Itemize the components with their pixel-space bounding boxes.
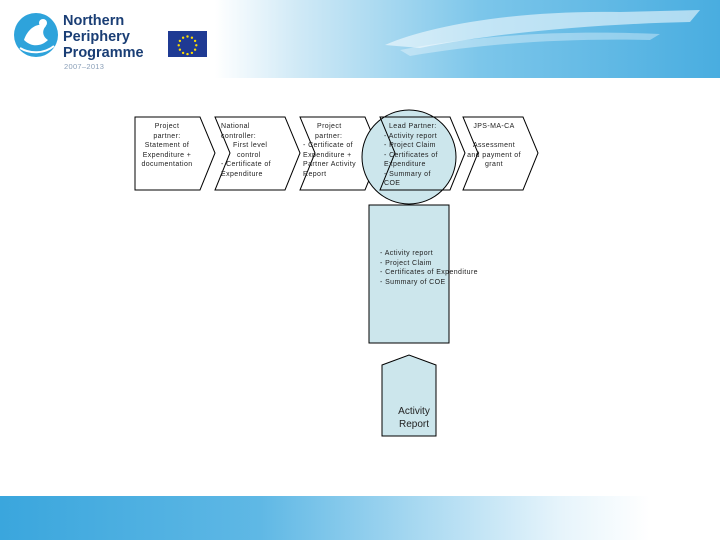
step-3-line: Project (317, 123, 342, 130)
step-3-line: - Certificate of (303, 142, 353, 149)
lp-documents-box (368, 204, 450, 344)
step-5-text: JPS-MA-CA Assessment and payment of gran… (463, 122, 525, 170)
logo-line-1: Northern (63, 13, 125, 29)
step-1-text: Project partner: Statement of Expenditur… (137, 122, 197, 170)
activity-report-line: Report (398, 419, 429, 430)
step-3-text: Project partner: - Certificate of Expend… (303, 122, 369, 179)
activity-report-label: Activity Report (383, 405, 445, 431)
logo-line-2: Periphery (63, 29, 130, 45)
step-4-line: - Activity report (384, 132, 438, 140)
step-4-line: - Certificates of (384, 151, 438, 159)
step-2-line: control (237, 151, 261, 159)
eu-flag-icon (168, 31, 207, 57)
step-3-line: Partner Activity (303, 161, 357, 168)
chevron-step-4 (379, 116, 466, 191)
step-1-line: Expenditure + (142, 151, 192, 159)
step-2-line: controller: (221, 132, 257, 140)
lead-partner-circle (361, 109, 457, 205)
step-5-line: grant (485, 161, 503, 168)
step-1-line: Statement of (144, 142, 190, 149)
step-4-line: COE (384, 180, 401, 187)
step-2-line: Expenditure (221, 170, 263, 178)
step-2-line: National (221, 123, 250, 130)
step-4-line: - Summary of (384, 170, 431, 178)
activity-report-line: Activity (398, 406, 430, 417)
step-4-line: Lead Partner: (389, 123, 437, 130)
chevron-step-1 (134, 116, 216, 191)
chevron-step-3 (299, 116, 381, 191)
step-3-line: Report (303, 170, 327, 178)
chevron-step-5 (462, 116, 539, 191)
lp-document-item: - Project Claim (380, 259, 432, 267)
step-5-line: and payment of (467, 151, 521, 159)
chevron-step-2 (214, 116, 301, 191)
step-3-line: Expenditure + (303, 151, 352, 159)
lp-documents-list: - Activity report - Project Claim - Cert… (380, 249, 478, 287)
step-4-text: Lead Partner: - Activity report - Projec… (384, 122, 450, 189)
lp-document-item: - Activity report (380, 250, 434, 257)
lp-document-item: - Certificates of Expenditure (380, 269, 478, 276)
step-5-line: Assessment (472, 142, 516, 149)
step-2-line: - Certificate of (221, 161, 271, 168)
step-1-line: Project (154, 123, 180, 130)
header-wave-decoration (385, 10, 700, 56)
lp-document-item: - Summary of COE (380, 278, 446, 286)
step-5-line: JPS-MA-CA (473, 123, 515, 130)
step-2-line: First level (233, 142, 268, 149)
step-1-line: partner: (153, 132, 181, 140)
activity-report-shape (381, 354, 437, 437)
step-4-line: Expenditure (384, 161, 426, 168)
bird-logo-icon (14, 13, 58, 57)
step-3-line: partner: (315, 132, 343, 140)
footer-band (0, 496, 720, 540)
step-4-line: - Project Claim (384, 142, 436, 149)
step-1-line: documentation (141, 161, 193, 168)
logo-line-3: Programme (63, 45, 144, 61)
step-2-text: National controller: First level control… (221, 122, 287, 179)
logo-years: 2007–2013 (64, 62, 105, 71)
